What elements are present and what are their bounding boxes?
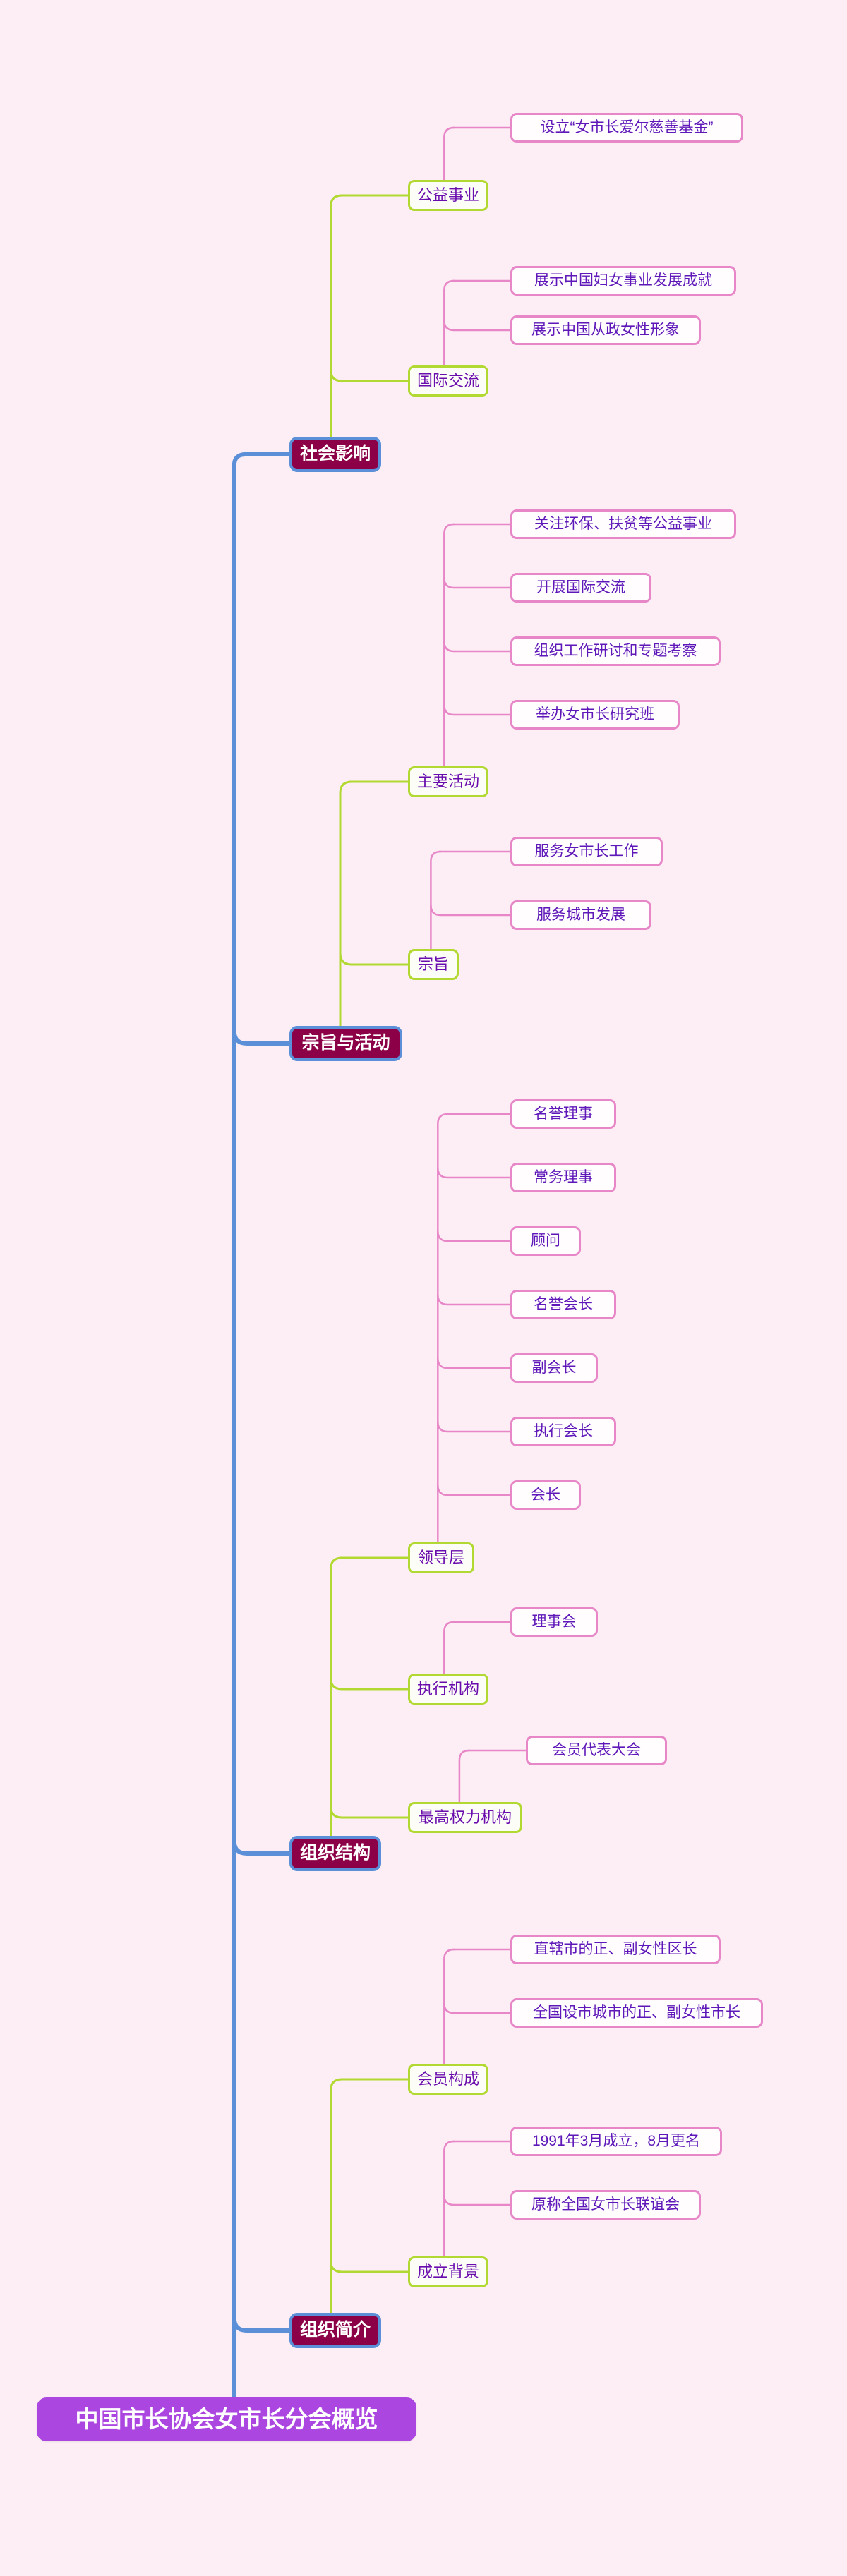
subtopic-node-宗旨[interactable]: 宗旨: [408, 949, 459, 980]
leaf-node-直辖市的正-副女性区长[interactable]: 直辖市的正、副女性区长: [510, 1935, 721, 1964]
leaf-node-开展国际交流[interactable]: 开展国际交流: [510, 573, 651, 603]
subtopic-node-公益事业[interactable]: 公益事业: [408, 180, 488, 211]
leaf-node-会长[interactable]: 会长: [510, 1480, 581, 1510]
leaf-node-顾问[interactable]: 顾问: [510, 1226, 581, 1256]
leaf-node-服务城市发展[interactable]: 服务城市发展: [510, 900, 651, 930]
subtopic-node-成立背景[interactable]: 成立背景: [408, 2256, 488, 2287]
leaf-node-展示中国妇女事业发展成就[interactable]: 展示中国妇女事业发展成就: [510, 266, 736, 296]
branch-node-宗旨与活动[interactable]: 宗旨与活动: [289, 1026, 402, 1061]
leaf-node-常务理事[interactable]: 常务理事: [510, 1163, 616, 1192]
leaf-node-原称全国女市长联谊会[interactable]: 原称全国女市长联谊会: [510, 2190, 701, 2220]
leaf-node-会员代表大会[interactable]: 会员代表大会: [526, 1736, 667, 1765]
branch-node-社会影响[interactable]: 社会影响: [289, 437, 381, 472]
leaf-node-关注环保-扶贫等公益事业[interactable]: 关注环保、扶贫等公益事业: [510, 509, 736, 539]
leaf-node-组织工作研讨和专题考察[interactable]: 组织工作研讨和专题考察: [510, 636, 721, 666]
leaf-node-理事会[interactable]: 理事会: [510, 1607, 598, 1637]
leaf-node-展示中国从政女性形象[interactable]: 展示中国从政女性形象: [510, 315, 701, 345]
subtopic-node-国际交流[interactable]: 国际交流: [408, 365, 488, 397]
subtopic-node-领导层[interactable]: 领导层: [408, 1542, 474, 1573]
root-node[interactable]: 中国市长协会女市长分会概览: [37, 2397, 416, 2441]
subtopic-node-会员构成[interactable]: 会员构成: [408, 2064, 488, 2095]
leaf-node-名誉会长[interactable]: 名誉会长: [510, 1290, 616, 1319]
leaf-node-举办女市长研究班[interactable]: 举办女市长研究班: [510, 700, 680, 730]
subtopic-node-执行机构[interactable]: 执行机构: [408, 1674, 488, 1705]
leaf-node-1991年3月成立-8月更名[interactable]: 1991年3月成立，8月更名: [510, 2127, 722, 2156]
leaf-node-服务女市长工作[interactable]: 服务女市长工作: [510, 837, 663, 866]
subtopic-node-主要活动[interactable]: 主要活动: [408, 766, 488, 797]
branch-node-组织简介[interactable]: 组织简介: [289, 2313, 381, 2348]
branch-node-组织结构[interactable]: 组织结构: [289, 1836, 381, 1871]
subtopic-node-最高权力机构[interactable]: 最高权力机构: [408, 1802, 522, 1833]
leaf-node-设立-女市长爱尔慈善基金-[interactable]: 设立“女市长爱尔慈善基金”: [510, 113, 743, 143]
leaf-node-副会长[interactable]: 副会长: [510, 1353, 598, 1383]
leaf-node-执行会长[interactable]: 执行会长: [510, 1417, 616, 1446]
leaf-node-全国设市城市的正-副女性市长[interactable]: 全国设市城市的正、副女性市长: [510, 1998, 763, 2028]
leaf-node-名誉理事[interactable]: 名誉理事: [510, 1099, 616, 1129]
